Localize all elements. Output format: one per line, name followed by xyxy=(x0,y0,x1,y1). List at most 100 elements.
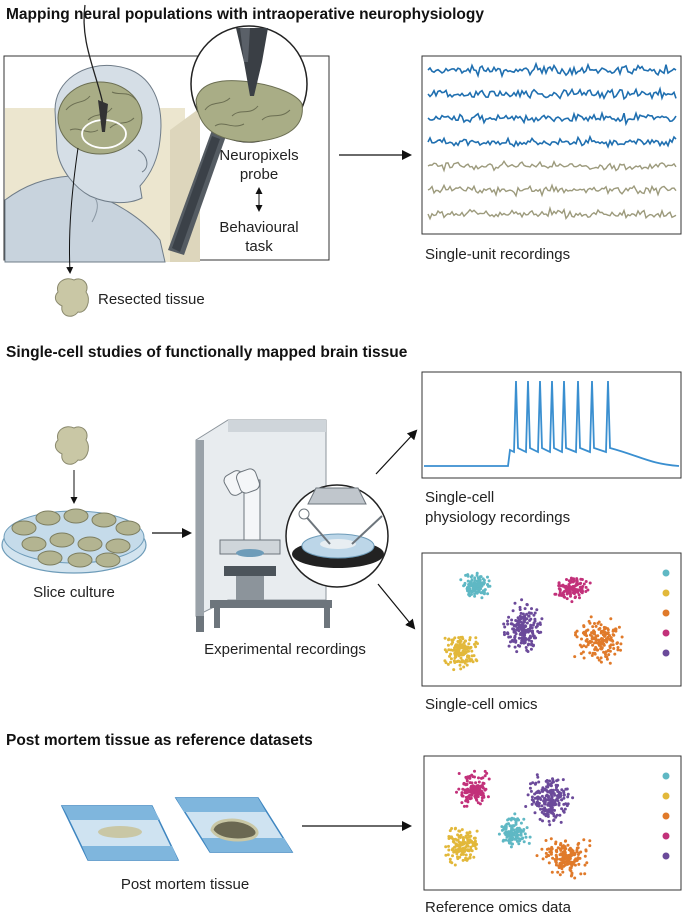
cluster-point xyxy=(606,627,610,631)
cluster-point xyxy=(566,792,570,796)
cluster-point xyxy=(518,624,522,628)
cluster-point xyxy=(464,835,468,839)
cluster-point xyxy=(562,846,566,850)
cluster-point xyxy=(470,658,474,662)
legend-swatch xyxy=(662,629,670,637)
cluster-point xyxy=(608,646,612,650)
cluster-point xyxy=(562,796,566,800)
cluster-point xyxy=(506,818,510,822)
trace-line xyxy=(427,134,677,149)
cluster-point xyxy=(547,801,551,805)
cluster-point xyxy=(469,580,473,584)
cluster-point xyxy=(599,623,603,627)
cluster-point xyxy=(458,855,462,859)
cluster-point xyxy=(543,809,547,813)
cluster-point xyxy=(548,823,552,827)
cluster-point xyxy=(529,782,532,786)
cluster-point xyxy=(569,580,573,584)
cluster-point xyxy=(451,640,455,644)
cluster-point xyxy=(466,589,469,593)
cluster-point xyxy=(532,800,536,804)
cluster-point xyxy=(468,638,472,642)
cluster-point xyxy=(478,802,482,806)
cluster-point xyxy=(543,801,547,805)
cluster-point xyxy=(531,623,535,627)
cluster-point xyxy=(529,647,533,651)
cluster-point xyxy=(550,870,554,874)
cluster-point xyxy=(522,840,526,844)
cluster-point xyxy=(529,789,533,793)
cluster-point xyxy=(523,641,527,645)
cluster-point xyxy=(519,830,523,834)
cluster-point xyxy=(576,853,580,856)
cluster-point xyxy=(504,830,508,834)
cluster-point xyxy=(573,876,577,880)
cluster-point xyxy=(538,817,542,821)
trace-line xyxy=(427,86,677,101)
cluster-point xyxy=(559,593,563,597)
cluster-point xyxy=(597,627,601,631)
cluster-point xyxy=(577,841,581,845)
cluster-point xyxy=(464,845,468,849)
cluster-point xyxy=(596,656,600,660)
cluster-point xyxy=(481,786,485,790)
cluster-point xyxy=(475,587,479,591)
cluster-point xyxy=(533,619,537,623)
legend-swatch xyxy=(662,649,670,657)
cluster-point xyxy=(523,607,527,611)
cluster-point xyxy=(510,618,514,622)
cluster-point xyxy=(497,832,501,836)
cluster-point xyxy=(582,582,586,586)
cluster-point xyxy=(449,660,453,664)
cluster-point xyxy=(557,584,561,588)
cluster-point xyxy=(560,788,564,792)
experimental-recordings-label: Experimental recordings xyxy=(204,641,366,658)
cluster-point xyxy=(511,824,515,828)
cluster-point xyxy=(574,595,577,599)
cluster-point xyxy=(608,661,612,665)
cluster-point xyxy=(544,851,548,855)
cluster-point xyxy=(561,858,565,862)
cluster-point xyxy=(478,792,481,796)
cluster-point xyxy=(554,863,558,867)
omics-legend xyxy=(662,569,670,657)
cluster-point xyxy=(513,812,517,816)
cluster-point xyxy=(593,636,597,640)
cluster-point xyxy=(500,825,504,829)
cluster-point xyxy=(446,853,450,857)
cluster-point xyxy=(522,817,526,821)
cluster-point xyxy=(565,597,569,601)
cluster-point xyxy=(536,797,540,801)
cluster-point xyxy=(597,658,601,662)
cluster-point xyxy=(451,854,454,858)
cluster-point xyxy=(483,788,487,792)
cluster-point xyxy=(575,590,579,594)
cluster-point xyxy=(534,636,538,640)
cluster-point xyxy=(588,581,592,585)
trace-line xyxy=(427,61,677,79)
cluster-point xyxy=(602,650,606,654)
cluster-point xyxy=(518,605,522,609)
cluster-point xyxy=(476,642,479,646)
cluster-point xyxy=(464,853,468,857)
cluster-point xyxy=(468,856,472,860)
cluster-point xyxy=(583,872,587,876)
cluster-point xyxy=(458,663,462,667)
cluster-point xyxy=(512,629,516,633)
cluster-point xyxy=(620,635,624,639)
cluster-point xyxy=(507,644,511,648)
cluster-point xyxy=(473,769,476,773)
cluster-point xyxy=(587,619,591,623)
cluster-point xyxy=(463,661,467,665)
cluster-point xyxy=(559,865,563,869)
cluster-point xyxy=(557,793,561,797)
cluster-point xyxy=(469,853,472,857)
magnified-slice-icon xyxy=(285,484,389,588)
cluster-point xyxy=(523,631,527,635)
cluster-point xyxy=(458,836,462,839)
cluster-point xyxy=(559,862,563,866)
cluster-point xyxy=(459,578,463,582)
cluster-point xyxy=(467,841,471,845)
neuropixels-probe-icon xyxy=(190,25,308,143)
